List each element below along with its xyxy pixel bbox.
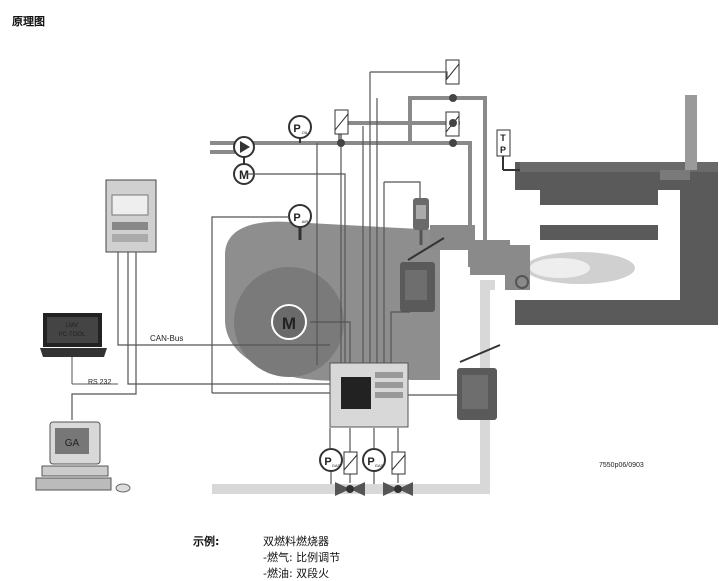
- pump-motor-label: M: [239, 168, 249, 182]
- air-pressure-switch: P AIR: [288, 204, 312, 240]
- flame-detector: [413, 198, 429, 245]
- oil-valve-1: [334, 109, 349, 147]
- gas-actuator: [457, 344, 501, 420]
- svg-text:GAS: GAS: [332, 463, 341, 468]
- air-actuator: [400, 237, 445, 312]
- gas-pressure-switch-1: P GAS: [319, 448, 343, 484]
- svg-text:P: P: [293, 123, 300, 135]
- display-unit: [105, 179, 157, 253]
- burner-housing: [225, 221, 510, 381]
- svg-text:P: P: [367, 456, 374, 468]
- svg-text:PC-TOOL: PC-TOOL: [59, 332, 86, 338]
- rs232-label: RS 232: [88, 379, 111, 386]
- caption-line-1: 双燃料燃烧器: [263, 535, 329, 548]
- boiler: [515, 95, 718, 325]
- ga-computer: GA: [35, 421, 131, 493]
- fan-motor: M: [271, 304, 307, 340]
- oil-pressure-switch: P OIL: [288, 115, 312, 143]
- svg-text:P: P: [324, 456, 331, 468]
- svg-text:OIL: OIL: [302, 130, 309, 135]
- can-bus-label: CAN-Bus: [150, 334, 183, 343]
- caption-key: 示例:: [193, 535, 220, 548]
- fan-motor-label: M: [282, 314, 296, 333]
- gas-pressure-switch-2: P GAS: [362, 448, 386, 484]
- svg-text:AIR: AIR: [302, 219, 309, 224]
- svg-text:GAS: GAS: [375, 463, 384, 468]
- svg-text:T: T: [500, 133, 506, 143]
- page-title: 原理图: [12, 15, 45, 28]
- svg-text:GA: GA: [65, 438, 80, 449]
- gas-valve-coil-1: [343, 451, 358, 483]
- temperature-pressure-sensor: T P: [496, 129, 520, 171]
- control-wiring: [211, 71, 457, 452]
- lmv-controller: [329, 362, 409, 428]
- caption-line-3: -燃油: 双段火: [263, 567, 330, 580]
- oil-valve-2: [445, 59, 460, 102]
- oil-valve-3: [445, 111, 460, 147]
- can-bus-line: [71, 252, 330, 420]
- svg-text:P: P: [293, 212, 300, 224]
- flame: [525, 252, 635, 284]
- gas-valve-coil-2: [391, 451, 406, 483]
- gas-valve-2: [383, 482, 413, 496]
- svg-text:LMV: LMV: [66, 323, 78, 329]
- gas-valve-1: [335, 482, 365, 496]
- caption-line-2: -燃气: 比例调节: [263, 551, 341, 564]
- oil-pump: [233, 136, 255, 165]
- svg-text:P: P: [500, 145, 506, 155]
- pc-tool-laptop: LMV PC-TOOL: [40, 313, 118, 385]
- burner-schematic: M: [35, 59, 718, 496]
- drawing-number: 7550p06/0903: [599, 462, 644, 469]
